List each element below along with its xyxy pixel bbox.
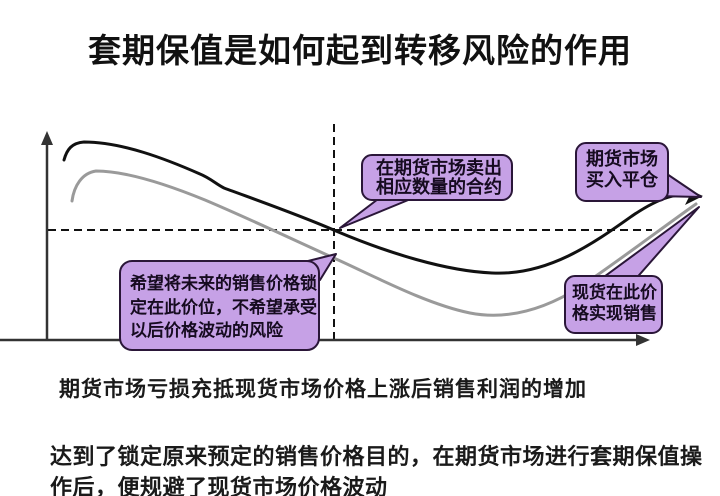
callout-sell-futures-line1: 在期货市场卖出	[376, 157, 502, 178]
callout-close-position-body	[575, 142, 669, 202]
callout-spot-sale-line1: 现货在此价	[572, 282, 658, 302]
callout-lock-price: 希望将未来的销售价格锁 定在此价位，不希望承受 以后价格波动的风险	[119, 253, 337, 351]
callout-close-position-line2: 买入平仓	[586, 169, 659, 190]
x-axis-arrow-icon	[636, 334, 650, 346]
callout-lock-price-line3: 以后价格波动的风险	[130, 320, 284, 340]
callout-spot-sale-tail	[596, 206, 700, 283]
callout-sell-futures-body	[361, 154, 513, 201]
conclusion-caption: 达到了锁定原来预定的销售价格目的，在期货市场进行套期保值操作后，便规避了现货市场…	[50, 444, 703, 496]
callout-close-position-line1: 期货市场	[586, 148, 658, 169]
slide-title: 套期保值是如何起到转移风险的作用	[88, 32, 632, 69]
callout-sell-futures: 在期货市场卖出 相应数量的合约	[339, 154, 513, 229]
callout-spot-sale-line2: 格实现销售	[572, 303, 657, 323]
offset-note-caption: 期货市场亏损充抵现货市场价格上涨后销售利润的增加	[59, 378, 587, 401]
callout-lock-price-body	[119, 260, 320, 351]
futures-price-curve	[62, 140, 698, 275]
callout-lock-price-line1: 希望将未来的销售价格锁	[130, 273, 317, 293]
callout-spot-sale-body	[564, 275, 663, 334]
callout-spot-sale: 现货在此价 格实现销售	[564, 206, 700, 334]
y-axis-arrow-icon	[41, 131, 53, 145]
callout-lock-price-line2: 定在此价位，不希望承受	[130, 297, 317, 317]
callout-close-position: 期货市场 买入平仓	[575, 142, 702, 202]
callout-sell-futures-line2: 相应数量的合约	[376, 176, 502, 197]
